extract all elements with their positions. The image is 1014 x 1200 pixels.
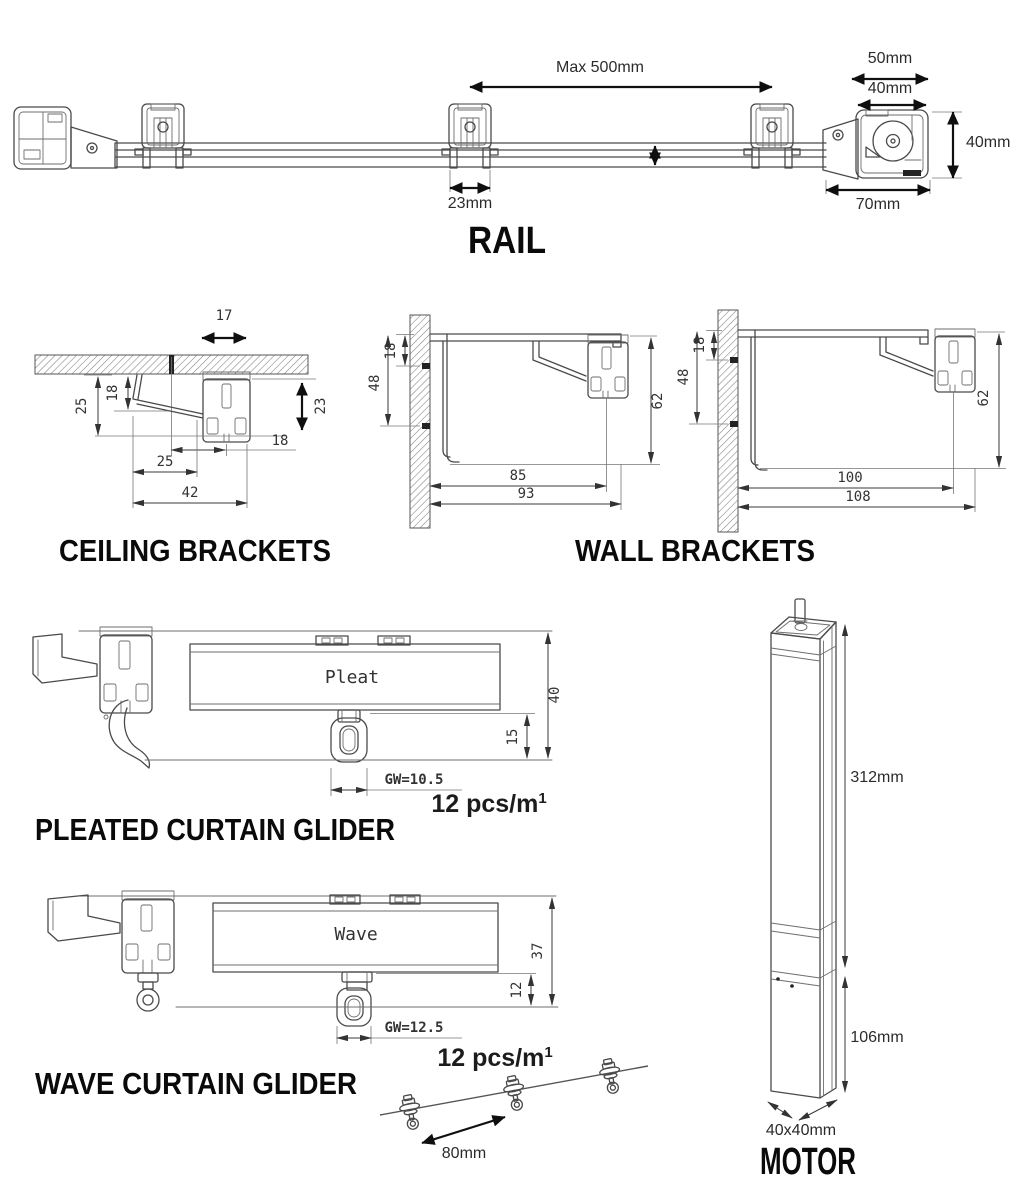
dim-depth-inner: 100 bbox=[837, 470, 862, 486]
wall-brackets-title: WALL BRACKETS bbox=[575, 533, 815, 568]
dim-drop-plate: 18 bbox=[105, 385, 121, 402]
rail-left-end-cap bbox=[13, 106, 118, 170]
wall-bracket-small-diagram: 18 48 62 85 93 WALL BRACKETS bbox=[367, 314, 815, 568]
wave-glider-dimensions: 37 12 GW=12.5 bbox=[336, 897, 556, 1044]
glider-cord-diagram: 80mm bbox=[379, 1056, 649, 1162]
screw-tick bbox=[730, 421, 738, 427]
ceiling-bracket-body bbox=[132, 371, 251, 443]
dim-drop: 15 bbox=[505, 729, 521, 746]
wave-bar-label: Wave bbox=[334, 924, 377, 945]
rail-bracket bbox=[134, 103, 192, 169]
rail-bracket bbox=[441, 103, 499, 169]
rail-bracket bbox=[743, 103, 801, 169]
wall-bracket-small-body bbox=[429, 333, 629, 463]
wave-density: 12 pcs/m1 bbox=[437, 1044, 552, 1072]
dim-depth-inner: 85 bbox=[510, 468, 527, 484]
dim-hole-offset: 18 bbox=[692, 337, 708, 354]
dim-cap-depth: 70mm bbox=[856, 196, 900, 213]
wave-glider-diagram: Wave 37 12 GW=12.5 12 pcs/m1 WAVE CURTAI… bbox=[35, 890, 559, 1101]
dim-slot-adjust: 17 bbox=[216, 308, 233, 324]
dim-depth-inner: 25 bbox=[157, 454, 174, 470]
dim-hole-offset: 18 bbox=[383, 343, 399, 360]
dim-hole-span: 48 bbox=[676, 369, 692, 386]
motor-title: MOTOR bbox=[760, 1141, 856, 1183]
dim-offset-front: 18 bbox=[272, 433, 289, 449]
rail-dimensions: Max 500mm 50mm 40mm 40mm 70mm 23mm bbox=[448, 50, 1011, 213]
dim-glider-width: GW=10.5 bbox=[384, 772, 443, 788]
pulley-icon bbox=[872, 120, 914, 162]
dim-drop: 12 bbox=[509, 982, 525, 999]
wall-surface bbox=[409, 314, 431, 529]
dim-height: 40 bbox=[547, 687, 563, 704]
pleated-glider-body bbox=[32, 626, 553, 769]
screw-tick bbox=[730, 357, 738, 363]
dim-height: 37 bbox=[530, 943, 546, 960]
dim-height: 62 bbox=[650, 393, 666, 410]
cord-glider bbox=[396, 1092, 425, 1132]
rail-diagram: Max 500mm 50mm 40mm 40mm 70mm 23mm RAIL bbox=[13, 50, 1011, 262]
direction-triangle-icon bbox=[865, 146, 881, 158]
pleated-glider-dimensions: 40 15 GW=10.5 bbox=[330, 632, 563, 796]
motor-diagram: 312mm 106mm 40x40mm MOTOR bbox=[760, 598, 904, 1183]
dim-depth-total: 42 bbox=[182, 485, 199, 501]
motor-body bbox=[770, 598, 837, 1099]
dim-cap-height: 40mm bbox=[966, 134, 1010, 151]
ceiling-bracket-diagram: 17 25 18 23 18 bbox=[34, 308, 331, 568]
dim-length-lower: 106mm bbox=[850, 1029, 903, 1046]
rail-right-end-cap bbox=[822, 109, 929, 180]
rail-title: RAIL bbox=[468, 220, 546, 262]
dim-cap-inner-width: 40mm bbox=[868, 80, 912, 97]
pleated-glider-title: PLEATED CURTAIN GLIDER bbox=[35, 812, 395, 847]
wall-bracket-large-body bbox=[737, 328, 976, 471]
dim-bracket-width: 23mm bbox=[448, 195, 492, 212]
pleat-bar-label: Pleat bbox=[325, 667, 379, 688]
motor-dimensions: 312mm 106mm 40x40mm bbox=[766, 624, 904, 1139]
wall-bracket-large-diagram: 18 48 62 100 108 bbox=[676, 309, 1006, 533]
cord-glider bbox=[596, 1056, 625, 1096]
dim-drop-total: 25 bbox=[74, 398, 90, 415]
density-value: 12 pcs/m bbox=[437, 1044, 544, 1072]
rail-profile bbox=[114, 142, 827, 168]
dim-depth-total: 108 bbox=[845, 489, 870, 505]
dim-cap-top-width: 50mm bbox=[868, 50, 912, 67]
pleated-density: 12 pcs/m1 bbox=[431, 790, 546, 818]
wall-bracket-large-dimensions: 18 48 62 100 108 bbox=[676, 330, 1006, 512]
screw-tick bbox=[422, 423, 430, 429]
dim-height-adjust: 23 bbox=[313, 398, 329, 415]
dim-glider-spacing: 80mm bbox=[442, 1145, 486, 1162]
wall-bracket-small-dimensions: 18 48 62 85 93 bbox=[367, 334, 666, 510]
ceiling-brackets-title: CEILING BRACKETS bbox=[59, 533, 331, 568]
dim-hole-span: 48 bbox=[367, 375, 383, 392]
density-value: 12 pcs/m bbox=[431, 790, 538, 818]
density-sup: 1 bbox=[538, 790, 546, 807]
dim-cross-section: 40x40mm bbox=[766, 1122, 836, 1139]
wave-glider-body bbox=[47, 890, 559, 1027]
dim-max-span: Max 500mm bbox=[556, 59, 644, 76]
dim-depth-total: 93 bbox=[518, 486, 535, 502]
pleated-glider-diagram: Pleat 40 15 GW=10.5 12 pcs/m1 PLEATED CU… bbox=[32, 626, 563, 847]
dim-height: 62 bbox=[976, 390, 992, 407]
ceiling-bracket-dimensions: 25 18 23 18 25 42 bbox=[74, 374, 329, 508]
wave-glider-title: WAVE CURTAIN GLIDER bbox=[35, 1066, 357, 1101]
cord-glider bbox=[500, 1073, 529, 1113]
dim-length-upper: 312mm bbox=[850, 769, 903, 786]
screw-tick bbox=[422, 363, 430, 369]
density-sup: 1 bbox=[544, 1044, 552, 1061]
dim-glider-width: GW=12.5 bbox=[384, 1020, 443, 1036]
